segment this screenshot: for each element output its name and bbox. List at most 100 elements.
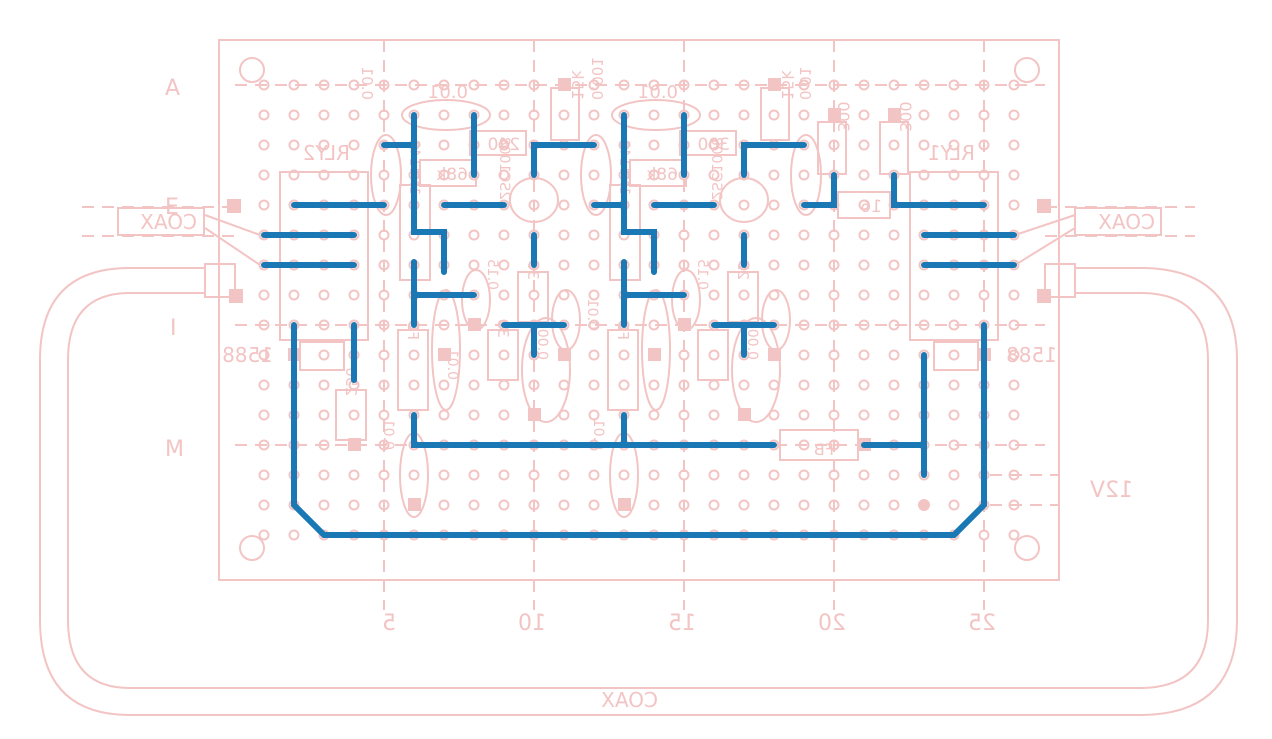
board-hole <box>468 469 480 481</box>
board-hole <box>378 259 390 271</box>
supply-label: 12V <box>1090 478 1133 503</box>
board-hole <box>648 319 660 331</box>
board-hole <box>408 469 420 481</box>
board-hole <box>318 319 330 331</box>
board-hole <box>438 139 450 151</box>
board-hole <box>498 499 510 511</box>
board-hole <box>288 139 300 151</box>
board-hole <box>768 229 780 241</box>
board-hole <box>378 439 390 451</box>
board-hole <box>1008 199 1020 211</box>
board-hole <box>798 409 810 421</box>
board-hole <box>378 469 390 481</box>
board-outline <box>218 39 1060 581</box>
label-res-15k-right: 15k <box>778 70 797 100</box>
board-hole <box>618 469 630 481</box>
row-label-a: A <box>165 76 180 101</box>
board-hole <box>468 349 480 361</box>
board-hole <box>318 439 330 451</box>
board-hole <box>468 259 480 271</box>
board-hole <box>768 469 780 481</box>
board-hole <box>888 469 900 481</box>
board-hole <box>318 349 330 361</box>
coax-label-bottom: COAX <box>601 688 658 712</box>
board-hole <box>918 319 930 331</box>
board-hole <box>1008 469 1020 481</box>
board-hole <box>738 469 750 481</box>
component-outlines <box>279 87 999 518</box>
coax-feeds <box>82 199 1195 303</box>
board-hole <box>498 469 510 481</box>
board-hole <box>258 349 270 361</box>
board-hole <box>1008 169 1020 181</box>
board-hole <box>378 499 390 511</box>
wire-jumpers <box>261 112 1017 538</box>
board-hole <box>648 409 660 421</box>
board-hole <box>768 409 780 421</box>
board-hole <box>708 229 720 241</box>
board-hole <box>888 319 900 331</box>
col-label-20: 20 <box>818 611 846 636</box>
board-hole <box>558 379 570 391</box>
col-label-10: 10 <box>518 611 546 636</box>
board-hole <box>948 319 960 331</box>
board-hole <box>438 79 450 91</box>
board-hole <box>648 169 660 181</box>
board-hole <box>438 499 450 511</box>
board-hole <box>828 79 840 91</box>
board-hole <box>468 229 480 241</box>
board-hole <box>348 289 360 301</box>
board-hole <box>1008 79 1020 91</box>
board-hole <box>558 169 570 181</box>
board-hole <box>258 109 270 121</box>
board-hole <box>828 289 840 301</box>
board-hole <box>828 379 840 391</box>
relay-right-part: 1588 <box>1006 343 1057 367</box>
board-hole <box>558 259 570 271</box>
board-hole <box>858 319 870 331</box>
board-hole <box>288 109 300 121</box>
board-hole <box>378 289 390 301</box>
board-hole <box>528 499 540 511</box>
board-hole <box>468 499 480 511</box>
label-res-30: 30 <box>524 261 542 280</box>
board-hole <box>258 319 270 331</box>
label-cap-v-left: 0.01 <box>358 67 376 100</box>
board-hole <box>948 499 960 511</box>
hole-grid <box>258 79 1020 541</box>
board-hole <box>738 109 750 121</box>
board-hole <box>798 499 810 511</box>
board-hole <box>1008 319 1020 331</box>
board-hole <box>948 349 960 361</box>
board-hole <box>858 349 870 361</box>
board-hole <box>858 259 870 271</box>
label-transistor-left: 2SC1008 <box>496 137 512 200</box>
board-hole <box>318 169 330 181</box>
board-hole <box>618 79 630 91</box>
board-hole <box>438 109 450 121</box>
mounting-holes <box>239 57 1040 561</box>
label-ferrite-left: FB <box>404 321 422 340</box>
board-hole <box>648 79 660 91</box>
board-hole <box>408 379 420 391</box>
board-hole <box>888 409 900 421</box>
label-transistor-right: 2SC1008 <box>708 137 724 200</box>
board-hole <box>1008 289 1020 301</box>
board-hole <box>318 79 330 91</box>
label-cap-v-right: 0.01 <box>796 67 814 100</box>
board-hole <box>498 409 510 421</box>
board-hole <box>498 169 510 181</box>
board-hole <box>708 379 720 391</box>
board-hole <box>708 469 720 481</box>
board-hole <box>708 79 720 91</box>
row-label-m: M <box>165 437 184 462</box>
board-hole <box>828 469 840 481</box>
board-hole <box>588 499 600 511</box>
relay-right-label: RLY1 <box>928 141 975 165</box>
board-hole <box>558 469 570 481</box>
board-hole <box>708 289 720 301</box>
board-hole <box>498 379 510 391</box>
board-hole <box>918 289 930 301</box>
board-hole <box>438 169 450 181</box>
label-cap-01-left: 0.01 <box>584 299 600 330</box>
